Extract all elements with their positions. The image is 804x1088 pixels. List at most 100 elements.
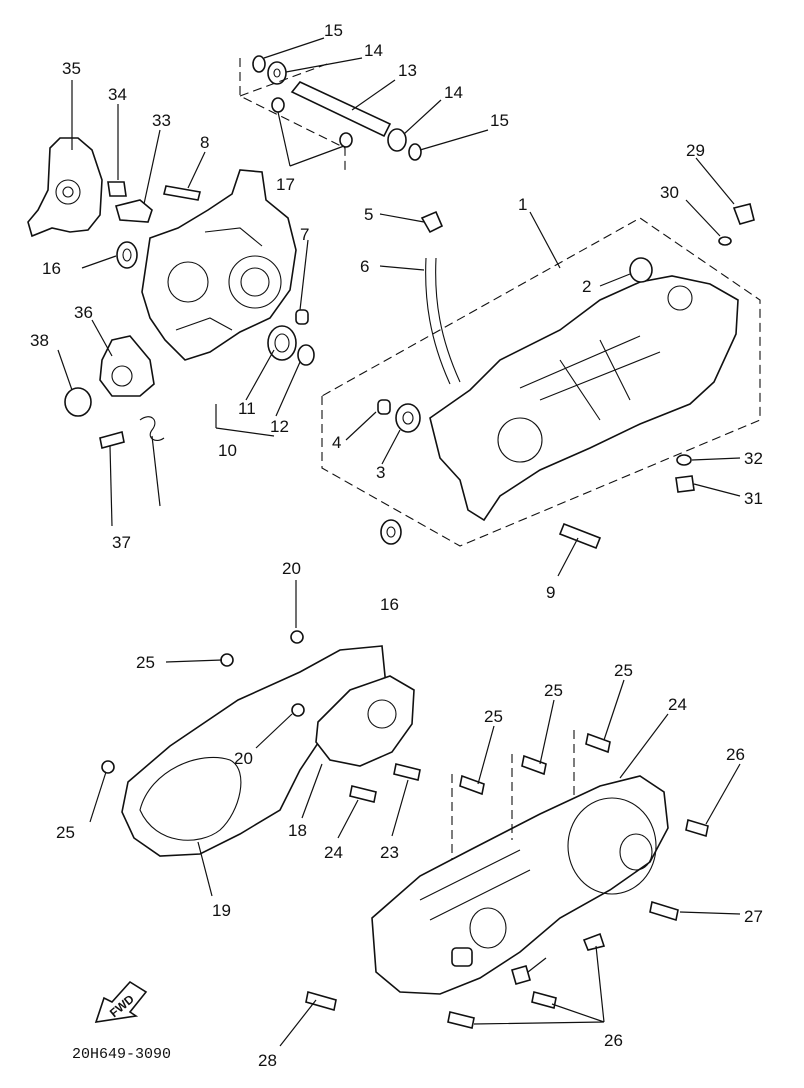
leader-lines xyxy=(57,37,741,1047)
callout-33: 35 xyxy=(62,59,81,78)
callout-29: 31 xyxy=(744,489,763,508)
plate-33 xyxy=(27,137,103,238)
callout-28: 30 xyxy=(660,183,679,202)
bolt-25-c xyxy=(585,732,611,754)
bolt-8 xyxy=(163,185,201,201)
callout-26-left: 28 xyxy=(258,1051,277,1070)
right-crankcase-1 xyxy=(429,275,739,522)
callout-8: 8 xyxy=(200,133,209,152)
callout-labels: 35 34 33 8 16 7 36 38 11 12 10 37 15 14 … xyxy=(30,21,763,1070)
dowel-pin-7 xyxy=(295,309,309,325)
oil-seal-16-upper xyxy=(116,241,138,269)
callout-2: 2 xyxy=(582,277,591,296)
callout-25-top: 25 xyxy=(614,661,633,680)
clip-37 xyxy=(139,416,165,441)
dowel-pin-4 xyxy=(377,399,391,415)
bearing-3 xyxy=(395,403,421,433)
drain-bolt-29 xyxy=(675,475,695,493)
callout-21: 23 xyxy=(380,843,399,862)
callout-25-bottom: 26 xyxy=(604,1031,623,1050)
callout-31: 33 xyxy=(152,111,171,130)
callout-24-upper: 25 xyxy=(136,653,155,672)
cover-23 xyxy=(371,775,669,995)
hose-6 xyxy=(425,257,461,385)
drawing-code: 20H649-3090 xyxy=(72,1046,171,1063)
callout-22: 24 xyxy=(324,843,343,862)
bolt-25-g xyxy=(447,1011,475,1029)
plug-27 xyxy=(732,203,755,225)
plate-18 xyxy=(315,675,415,767)
callout-25-mid: 25 xyxy=(544,681,563,700)
callout-26-right: 27 xyxy=(744,907,763,926)
pin-24-upper xyxy=(220,653,234,667)
callout-10: 10 xyxy=(218,441,237,460)
bolt-25-b xyxy=(521,754,547,776)
bolt-9 xyxy=(558,522,602,550)
callout-20-lower: 20 xyxy=(234,749,253,768)
shaft-13 xyxy=(290,81,392,138)
plate-33-hole xyxy=(55,179,81,205)
washer-14-left xyxy=(267,61,287,85)
callout-11: 11 xyxy=(238,399,256,418)
callout-19: 19 xyxy=(212,901,231,920)
clamp-38 xyxy=(511,965,531,985)
callout-24-lower: 25 xyxy=(56,823,75,842)
callout-13: 13 xyxy=(398,61,417,80)
assembly-outline xyxy=(321,217,761,547)
callout-3: 3 xyxy=(376,463,385,482)
gasket-assembly xyxy=(101,630,421,857)
callout-5: 5 xyxy=(364,205,373,224)
callout-17: 17 xyxy=(276,175,295,194)
callout-12: 12 xyxy=(270,417,289,436)
callout-14-right: 14 xyxy=(444,83,463,102)
cap-36 xyxy=(64,387,92,417)
callout-16-lower: 16 xyxy=(380,595,399,614)
fitting-5 xyxy=(420,210,444,234)
bolt-25-e xyxy=(582,932,606,951)
pin-20-lower xyxy=(291,703,305,717)
callout-34: 36 xyxy=(74,303,93,322)
bolt-32 xyxy=(107,181,127,197)
bolt-21 xyxy=(393,763,421,781)
bolt-25-d xyxy=(685,818,709,838)
callout-7: 7 xyxy=(300,225,309,244)
callout-1: 1 xyxy=(518,195,527,214)
callout-27: 29 xyxy=(686,141,705,160)
left-crankcase-assembly xyxy=(27,137,315,449)
bolt-22 xyxy=(349,785,377,803)
pin-24-lower xyxy=(101,760,115,774)
callout-35: 37 xyxy=(112,533,131,552)
o-ring-15-left xyxy=(252,55,266,73)
collar-2 xyxy=(629,257,653,283)
o-ring-15-right xyxy=(408,143,422,161)
right-crankcase-assembly xyxy=(321,203,761,550)
bolt-25-f xyxy=(531,991,557,1009)
callout-15-left: 15 xyxy=(324,21,343,40)
screw-35 xyxy=(99,431,125,449)
callout-18: 18 xyxy=(288,821,307,840)
callout-16-upper: 16 xyxy=(42,259,61,278)
bearing-11 xyxy=(267,325,297,361)
callout-23: 24 xyxy=(668,695,687,714)
washer-30 xyxy=(676,454,692,466)
nut-17-left xyxy=(271,97,285,113)
fwd-arrow-icon: FWD xyxy=(94,980,148,1023)
callout-14-left: 14 xyxy=(364,41,383,60)
callout-25-right: 26 xyxy=(726,745,745,764)
bolt-26-left xyxy=(305,990,337,1012)
shaft-assembly xyxy=(239,55,422,170)
callout-25-left: 25 xyxy=(484,707,503,726)
bracket-31 xyxy=(115,199,153,223)
callout-36: 38 xyxy=(30,331,49,350)
seal-12 xyxy=(297,344,315,366)
washer-14-right xyxy=(387,128,407,152)
callout-20-upper: 20 xyxy=(282,559,301,578)
oil-seal-16-lower xyxy=(380,519,402,545)
crankcase-cover-assembly xyxy=(305,732,709,1029)
callout-30: 32 xyxy=(744,449,763,468)
washer-28 xyxy=(718,236,732,246)
pin-20-upper xyxy=(290,630,304,644)
left-crankcase-10 xyxy=(141,169,297,361)
callout-32: 34 xyxy=(108,85,127,104)
